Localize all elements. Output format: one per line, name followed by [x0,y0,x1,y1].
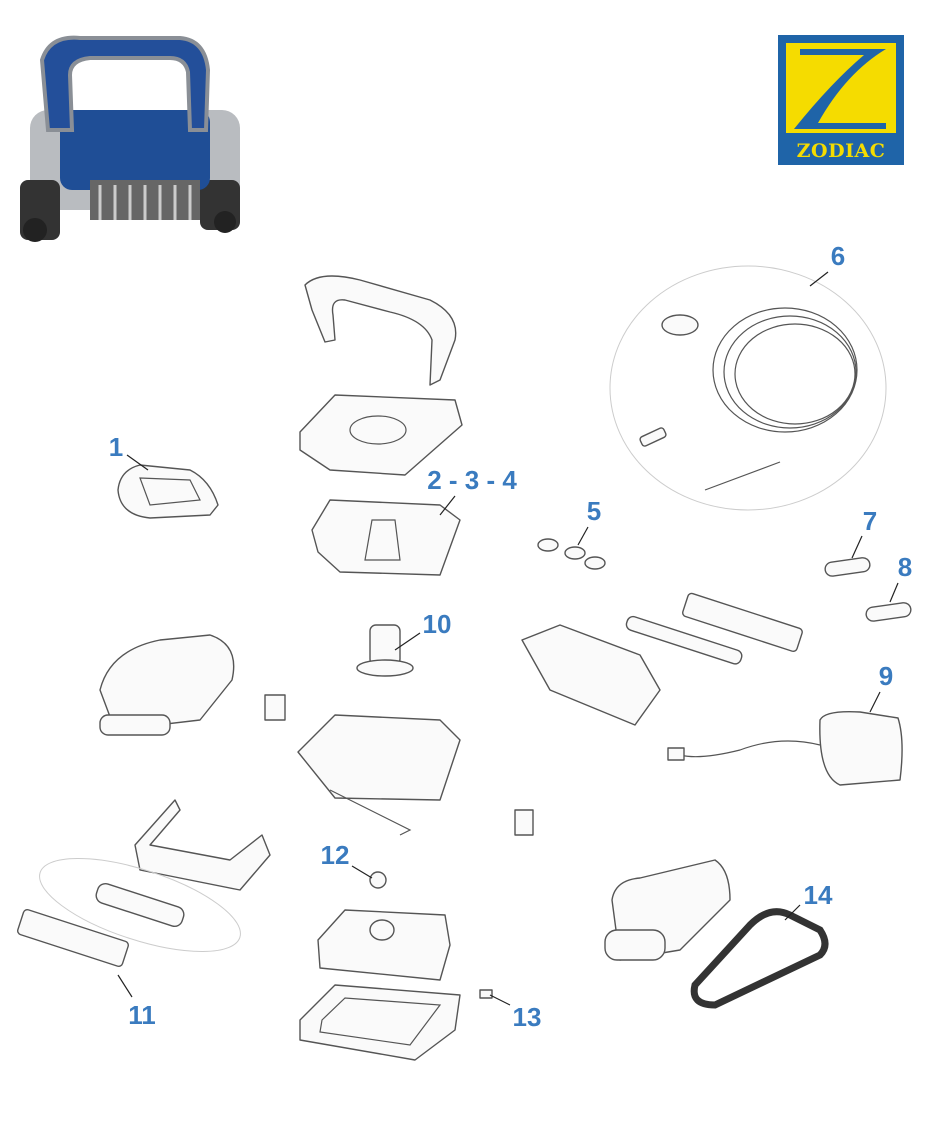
top-cover-part [299,394,463,476]
robot-product-photo [20,35,240,242]
connector-part-2 [514,809,534,836]
callout-2-3-4: 2 - 3 - 4 [427,465,517,495]
callout-6: 6 [830,241,846,271]
front-bumper-part [134,799,271,891]
part-7-board [824,557,871,577]
zodiac-logo: ZODIAC [778,35,904,165]
callout-7: 7 [862,506,878,536]
callout-12: 12 [320,840,350,870]
callout-1: 1 [108,432,124,462]
part-14-track [690,908,829,1009]
connector-part [264,694,286,721]
callout-10: 10 [422,609,452,639]
side-cover-right [521,624,661,726]
part-13-small-part [479,989,493,999]
part-10-impeller [356,624,414,677]
filter-basket-part [311,499,461,576]
callout-9: 9 [878,661,894,691]
part-1-cover [117,464,219,519]
motor-block-part [317,909,451,981]
part-9-power-supply [667,710,903,786]
callout-11: 11 [128,1000,156,1030]
callout-5: 5 [586,496,602,526]
brand-name: ZODIAC [796,140,886,162]
zodiac-z-mark [786,43,896,133]
callout-8: 8 [897,552,913,582]
part-5-clips [537,538,606,570]
base-body-part [297,714,461,801]
brush-roller-part [625,592,803,665]
part-11-axle-brush [17,858,241,968]
bottom-frame-part [299,984,461,1061]
callout-14: 14 [803,880,833,910]
part-12-propeller [369,871,387,889]
side-cover-left [99,634,235,731]
part-6-floating-cable [609,265,887,511]
leader-lines [117,271,899,1006]
callout-13: 13 [512,1002,542,1032]
part-8-board [865,602,912,622]
handle-part [304,275,457,386]
